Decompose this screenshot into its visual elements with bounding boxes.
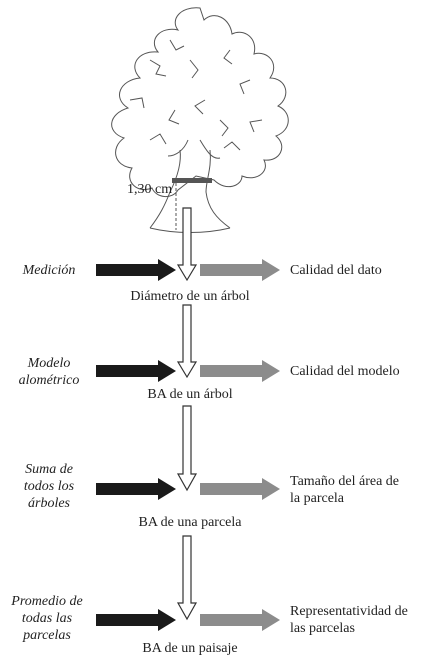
step-4-left-line-2: todas las bbox=[21, 611, 73, 626]
step-3-right-line-2: la parcela bbox=[290, 491, 345, 506]
quality-arrow-3 bbox=[200, 478, 280, 500]
measurement-height-label: 1,30 cm bbox=[127, 182, 173, 197]
step-3-right-label: Tamaño del área de la parcela bbox=[290, 473, 418, 507]
quality-arrow-1 bbox=[200, 259, 280, 281]
step-3-left-line-2: todos los bbox=[23, 479, 75, 494]
step-3-right-line-1: Tamaño del área de bbox=[290, 474, 400, 489]
step-2-left-line-2: alométrico bbox=[18, 373, 80, 388]
step-4-right-label: Representatividad de las parcelas bbox=[290, 603, 420, 637]
input-arrow-4 bbox=[96, 609, 176, 631]
quality-arrow-2 bbox=[200, 360, 280, 382]
step-3-left-label: Suma de todos los árboles bbox=[4, 461, 94, 512]
step-2-right-line-1: Calidad del modelo bbox=[290, 364, 400, 379]
step-1-right-label: Calidad del dato bbox=[290, 262, 418, 279]
input-arrow-3 bbox=[96, 478, 176, 500]
step-4-left-label: Promedio de todas las parcelas bbox=[0, 593, 94, 644]
step-4-left-line-1: Promedio de bbox=[11, 594, 83, 609]
quality-arrow-4 bbox=[200, 609, 280, 631]
step-1-right-line-1: Calidad del dato bbox=[290, 263, 382, 278]
step-1-left-label: Medición bbox=[4, 262, 94, 279]
step-4-result: BA de un paisaje bbox=[142, 641, 238, 656]
step-4-right-line-1: Representatividad de bbox=[290, 604, 408, 619]
step-2-result: BA de un árbol bbox=[147, 387, 233, 402]
flow-arrow-1 bbox=[176, 207, 198, 282]
input-arrow-1 bbox=[96, 259, 176, 281]
flow-arrow-3 bbox=[176, 405, 198, 492]
step-1-left-line-1: Medición bbox=[22, 263, 76, 278]
step-3-result: BA de una parcela bbox=[138, 515, 242, 530]
step-2-left-line-1: Modelo bbox=[27, 356, 71, 371]
step-3-left-line-1: Suma de bbox=[25, 462, 73, 477]
input-arrow-2 bbox=[96, 360, 176, 382]
step-2-left-label: Modelo alométrico bbox=[4, 355, 94, 389]
step-4-left-line-3: parcelas bbox=[23, 628, 71, 643]
flow-arrow-4 bbox=[176, 535, 198, 621]
step-3-left-line-3: árboles bbox=[28, 496, 70, 511]
step-1-result: Diámetro de un árbol bbox=[130, 289, 250, 304]
step-4-right-line-2: las parcelas bbox=[290, 621, 355, 636]
flow-arrow-2 bbox=[176, 304, 198, 379]
step-2-right-label: Calidad del modelo bbox=[290, 363, 418, 380]
caliper bbox=[172, 178, 212, 230]
